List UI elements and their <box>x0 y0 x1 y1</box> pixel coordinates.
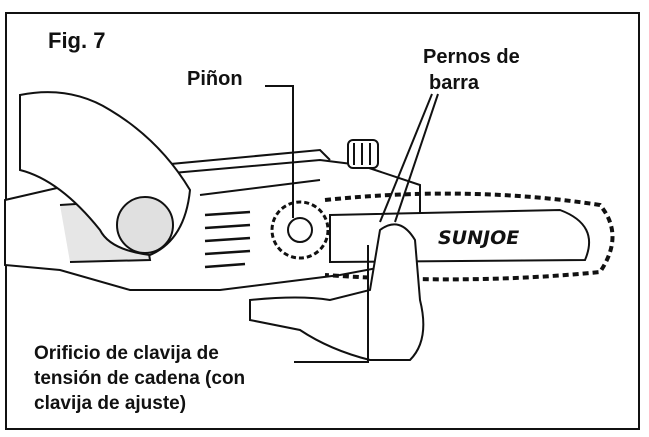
bar-bolts-line-1: Pernos de <box>423 46 520 68</box>
tension-hole-line-3: clavija de ajuste) <box>34 393 187 414</box>
left-hand <box>19 91 192 257</box>
sprocket <box>270 200 330 260</box>
tension-hole-label: Orificio de clavija de tensión de cadena… <box>34 341 245 416</box>
figure-title: Fig. 7 <box>48 28 106 53</box>
leader-lines <box>265 85 439 363</box>
right-hand <box>249 223 425 361</box>
tension-hole-line-1: Orificio de clavija de <box>34 343 219 364</box>
sprocket-label: Piñon <box>187 68 243 90</box>
housing-vents <box>204 210 251 269</box>
bar-brand-text: SUNJOE <box>438 227 519 249</box>
tension-knob <box>347 139 379 169</box>
tension-hole-line-2: tensión de cadena (con <box>34 368 246 389</box>
bar-bolts-label: Pernos de barra <box>423 44 520 96</box>
bar-bolts-line-2: barra <box>429 72 480 94</box>
